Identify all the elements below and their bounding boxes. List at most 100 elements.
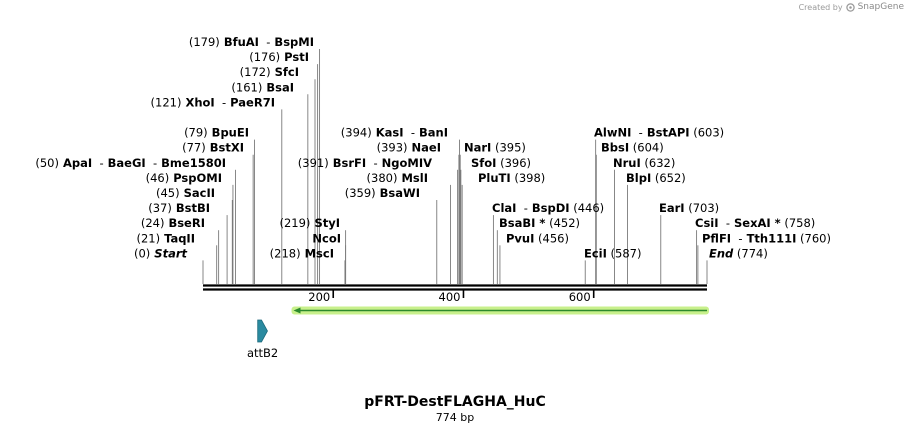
site-label[interactable]: (77) BstXI <box>182 141 244 155</box>
site-label[interactable]: (37) BstBI <box>148 201 210 215</box>
enzyme-name: PvuI <box>506 231 534 245</box>
site-label[interactable]: AlwNI - BstAPI (603) <box>594 126 724 140</box>
enzyme-name: BfuAI <box>220 35 259 49</box>
sequence-map[interactable]: (179) BfuAI - BspMI(176) PstI(172) SfcI(… <box>0 0 910 392</box>
site-position: (359) <box>345 186 376 200</box>
site-position: (24) <box>141 216 165 230</box>
site-label[interactable]: SfoI (396) <box>471 156 531 170</box>
site-label[interactable]: (176) PstI <box>249 50 309 64</box>
site-label[interactable]: (391) BsrFI - NgoMIV <box>298 156 432 170</box>
enzyme-name: BspDI <box>528 201 570 215</box>
site-position: (77) <box>182 141 206 155</box>
site-label[interactable]: (219) StyI <box>280 216 341 230</box>
site-position: (632) <box>641 156 676 170</box>
site-position: (161) <box>231 80 262 94</box>
credit-brand: SnapGene <box>857 2 904 12</box>
attb2-feature-label: attB2 <box>247 346 278 360</box>
credit-text: Created by <box>798 2 843 12</box>
site-label[interactable]: (79) BpuEI <box>184 126 249 140</box>
ruler-tick-label: 600 <box>569 290 591 304</box>
site-label[interactable]: (161) BsaI <box>231 80 294 94</box>
site-label[interactable]: (24) BseRI <box>141 216 205 230</box>
site-label[interactable]: PvuI (456) <box>506 231 569 245</box>
enzyme-name: PluTI <box>478 171 511 185</box>
site-label[interactable]: EarI (703) <box>659 201 719 215</box>
site-label[interactable]: (179) BfuAI - BspMI <box>189 35 314 49</box>
site-label[interactable]: NruI (632) <box>613 156 675 170</box>
site-position: (0) <box>134 246 150 260</box>
site-label[interactable]: NarI (395) <box>464 141 526 155</box>
enzyme-name: MscI <box>301 246 334 260</box>
enzyme-name: BseRI <box>164 216 205 230</box>
site-position: (394) <box>341 126 372 140</box>
attb2-feature-arrow[interactable] <box>257 319 268 343</box>
site-label[interactable]: (393) NaeI <box>377 141 441 155</box>
site-position: (456) <box>534 231 569 245</box>
enzyme-name: MslI <box>397 171 428 185</box>
enzyme-name: SacII <box>180 186 215 200</box>
enzyme-name: XhoI <box>181 95 214 109</box>
site-label[interactable]: CsiI - SexAI * (758) <box>695 216 815 230</box>
site-label[interactable]: PluTI (398) <box>478 171 545 185</box>
enzyme-name: SfoI <box>471 156 496 170</box>
site-position: (218) <box>270 246 301 260</box>
site-label[interactable]: PflFI - Tth111I (760) <box>702 231 831 245</box>
site-position: (37) <box>148 201 172 215</box>
site-label[interactable]: (45) SacII <box>156 186 215 200</box>
site-label[interactable]: BlpI (652) <box>626 171 686 185</box>
site-label[interactable]: ClaI - BspDI (446) <box>492 201 604 215</box>
site-position: (172) <box>240 65 271 79</box>
site-label[interactable]: NcoI <box>312 231 341 245</box>
site-position: - <box>719 216 730 230</box>
enzyme-name: BspMI <box>270 35 314 49</box>
enzyme-name: NruI <box>613 156 641 170</box>
site-position: - <box>631 126 642 140</box>
ruler-tick-label: 400 <box>439 290 461 304</box>
site-lines <box>202 49 708 284</box>
site-label[interactable]: BbsI (604) <box>601 141 664 155</box>
site-label[interactable]: (50) ApaI - BaeGI - Bme1580I <box>35 156 226 170</box>
site-position: (21) <box>136 231 160 245</box>
enzyme-name: EciI <box>584 246 607 260</box>
snapgene-credit: Created by SnapGene <box>799 2 904 12</box>
enzyme-name: PspOMI <box>169 171 222 185</box>
site-label[interactable]: (218) MscI <box>270 246 334 260</box>
plasmid-name: pFRT-DestFLAGHA_HuC <box>364 394 546 410</box>
site-label[interactable]: (121) XhoI - PaeR7I <box>151 95 275 109</box>
ruler-ticks: 200 400 600 <box>308 289 595 304</box>
site-label[interactable]: (172) SfcI <box>240 65 299 79</box>
enzyme-name: BsaI <box>262 80 294 94</box>
site-label[interactable]: (380) MslI <box>367 171 428 185</box>
enzyme-name: BanI <box>415 126 448 140</box>
site-label[interactable]: (394) KasI - BanI <box>341 126 448 140</box>
ruler-tick-label: 200 <box>308 290 330 304</box>
enzyme-name: PaeR7I <box>226 95 275 109</box>
site-label[interactable]: BsaBI * (452) <box>499 216 580 230</box>
enzyme-name: ClaI <box>492 201 516 215</box>
feature-track[interactable]: attB2 <box>247 306 709 361</box>
enzyme-name: CsiI <box>695 216 719 230</box>
enzyme-name: NarI <box>464 141 491 155</box>
site-position: (604) <box>629 141 664 155</box>
site-position: (452) <box>545 216 580 230</box>
site-position: (79) <box>184 126 208 140</box>
site-position: - <box>516 201 527 215</box>
site-label[interactable]: (21) TaqII <box>136 231 195 245</box>
enzyme-name: BsrFI <box>329 156 366 170</box>
site-position: (603) <box>690 126 725 140</box>
site-position: (396) <box>496 156 531 170</box>
enzyme-name: BaeGI <box>104 156 146 170</box>
sequence-backbone <box>203 284 707 291</box>
site-position: (446) <box>570 201 605 215</box>
enzyme-name: BpuEI <box>208 126 249 140</box>
enzyme-name: NaeI <box>408 141 441 155</box>
site-label[interactable]: (359) BsaWI <box>345 186 420 200</box>
site-position: (50) <box>35 156 59 170</box>
site-label[interactable]: EciI (587) <box>584 246 642 260</box>
site-label[interactable]: End (774) <box>709 246 768 260</box>
site-label[interactable]: (0) Start <box>134 246 188 260</box>
site-position: (774) <box>733 246 768 260</box>
enzyme-name: EarI <box>659 201 685 215</box>
enzyme-name: BbsI <box>601 141 629 155</box>
site-label[interactable]: (46) PspOMI <box>146 171 222 185</box>
